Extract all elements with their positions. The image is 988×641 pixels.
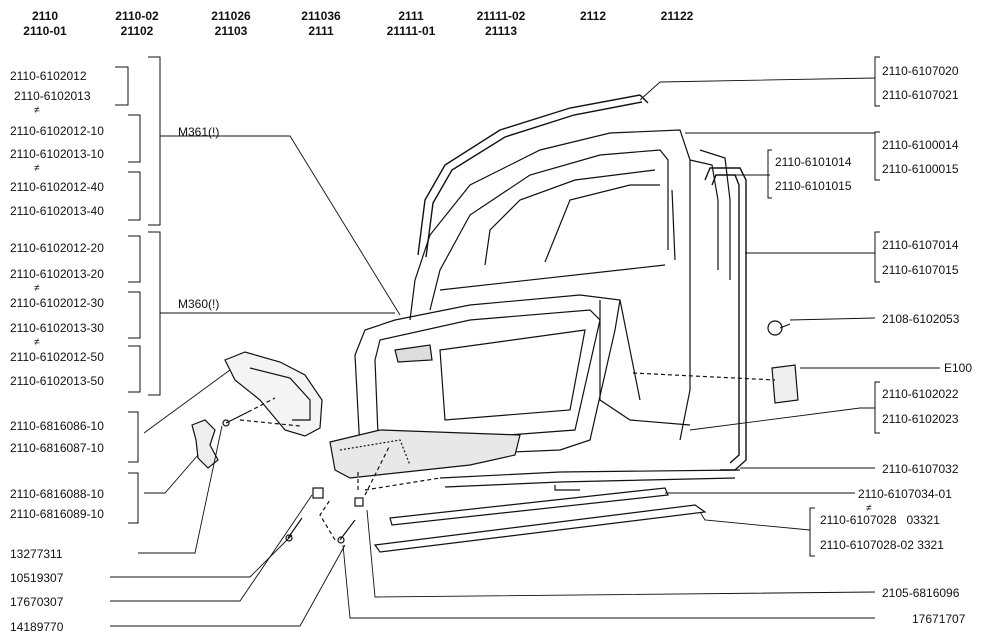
not-equal-mark: ≠ bbox=[34, 105, 40, 116]
handle-cap bbox=[191, 419, 219, 469]
assembly-arrows bbox=[239, 372, 776, 541]
part-label: 2110-6102012-30 bbox=[10, 296, 104, 310]
glass-channel bbox=[671, 149, 731, 280]
part-label: 2110-6102023 bbox=[882, 412, 959, 426]
door-frame bbox=[409, 129, 691, 441]
part-label: 17671707 bbox=[912, 612, 966, 626]
part-label: 2110-6100014 bbox=[882, 138, 959, 152]
door-pocket bbox=[329, 429, 521, 479]
part-label: 2110-6102022 bbox=[882, 387, 959, 401]
part-label: 2110-6102012 bbox=[10, 69, 87, 83]
not-equal-mark: ≠ bbox=[34, 337, 40, 348]
part-label: E100 bbox=[944, 361, 973, 375]
part-label: 2110-6107028 03321 bbox=[820, 513, 940, 527]
part-label: 2110-6102013-30 bbox=[10, 321, 104, 335]
model-header-8: 21122 bbox=[660, 9, 694, 23]
part-label: 2110-6816089-10 bbox=[10, 507, 104, 521]
m361-label: М361(!) bbox=[178, 125, 220, 139]
part-label: 2110-6816088-10 bbox=[10, 487, 104, 501]
part-label: 2110-6102012-10 bbox=[10, 124, 104, 138]
part-label: 2110-6100015 bbox=[882, 162, 959, 176]
left-brackets bbox=[115, 56, 161, 524]
part-label: 2110-6102013-40 bbox=[10, 204, 104, 218]
part-label: 2110-6102013-50 bbox=[10, 374, 104, 388]
part-label: 13277311 bbox=[10, 547, 63, 561]
part-label: 2110-6816087-10 bbox=[10, 441, 104, 455]
part-label: 2110-6107034-01 bbox=[858, 487, 952, 501]
sill-strips bbox=[373, 487, 707, 553]
not-equal-mark: ≠ bbox=[866, 503, 872, 514]
top-seal-strip bbox=[417, 94, 649, 258]
part-label: 2110-6107032 bbox=[882, 462, 959, 476]
part-label: 2110-6102013-20 bbox=[10, 267, 104, 281]
part-label: 2110-6101014 bbox=[775, 155, 852, 169]
part-label: 2110-6101015 bbox=[775, 179, 852, 193]
part-label: 2110-6102012-20 bbox=[10, 241, 104, 255]
frame-seal bbox=[704, 167, 747, 471]
m360-label: М360(!) bbox=[178, 297, 220, 311]
clip-part bbox=[767, 320, 791, 336]
right-brackets bbox=[767, 56, 880, 557]
part-label: 2110-6102012-40 bbox=[10, 180, 104, 194]
not-equal-mark: ≠ bbox=[34, 283, 40, 294]
part-label: 2110-6102013-10 bbox=[10, 147, 104, 161]
part-label: 2110-6107014 bbox=[882, 238, 959, 252]
e100-part bbox=[771, 364, 799, 404]
leader-lines bbox=[110, 77, 940, 627]
not-equal-mark: ≠ bbox=[34, 163, 40, 174]
part-label: 14189770 bbox=[10, 620, 64, 634]
inner-handle bbox=[224, 351, 323, 437]
lower-seal bbox=[439, 469, 741, 491]
part-label: 2108-6102053 bbox=[882, 312, 960, 326]
part-label: 2110-6107015 bbox=[882, 263, 959, 277]
part-label: 2105-6816096 bbox=[882, 586, 960, 600]
part-label: 2110-6816086-10 bbox=[10, 419, 104, 433]
model-header-7: 2112 bbox=[579, 9, 607, 23]
part-label: 2110-6102012-50 bbox=[10, 350, 104, 364]
part-label: 2110-6107028-02 3321 bbox=[820, 538, 944, 552]
part-label: 2110-6102013 bbox=[14, 89, 91, 103]
screws bbox=[222, 411, 364, 544]
part-label: 2110-6107021 bbox=[882, 88, 959, 102]
part-label: 17670307 bbox=[10, 595, 64, 609]
part-label: 10519307 bbox=[10, 571, 64, 585]
part-label: 2110-6107020 bbox=[882, 64, 959, 78]
